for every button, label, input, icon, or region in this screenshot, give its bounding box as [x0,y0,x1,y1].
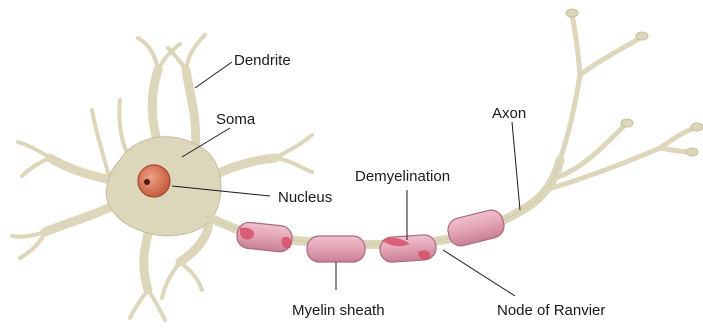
nucleolus [144,179,150,185]
label-axon: Axon [492,105,526,123]
axon [205,9,703,244]
label-soma: Soma [216,111,255,129]
label-demyelination: Demyelination [355,168,450,186]
myelin-sheaths [236,208,507,263]
label-myelin-sheath: Myelin sheath [292,302,385,320]
myelin-segment-2 [307,236,365,262]
myelin-segment-4 [445,208,506,249]
label-node-of-ranvier: Node of Ranvier [497,302,605,320]
label-dendrite: Dendrite [234,52,291,70]
label-nucleus: Nucleus [278,189,332,207]
nucleus [138,165,170,197]
